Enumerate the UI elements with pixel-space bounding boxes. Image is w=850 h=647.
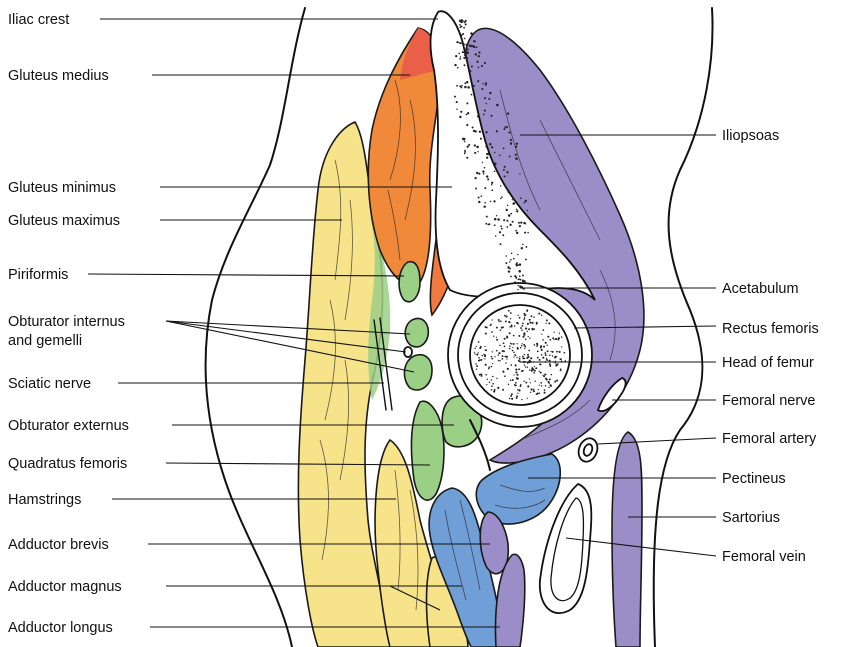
label-sartorius: Sartorius: [722, 510, 780, 526]
label-obturator-externus: Obturator externus: [8, 418, 129, 434]
label-adductor-longus: Adductor longus: [8, 620, 113, 636]
gemelli-muscle: [404, 355, 432, 390]
label-obturator-internus: Obturator internus: [8, 314, 125, 330]
label-quadratus-femoris: Quadratus femoris: [8, 456, 127, 472]
obturator-internus-muscle: [405, 318, 428, 346]
label-gluteus-maximus: Gluteus maximus: [8, 213, 120, 229]
label-adductor-magnus: Adductor magnus: [8, 579, 122, 595]
label-head-of-femur: Head of femur: [722, 355, 814, 371]
label-obturator-internus-line2: and gemelli: [8, 333, 82, 349]
label-femoral-nerve: Femoral nerve: [722, 393, 815, 409]
label-rectus-femoris: Rectus femoris: [722, 321, 819, 337]
anterior-body-outline: [654, 8, 713, 647]
label-gluteus-medius: Gluteus medius: [8, 68, 109, 84]
label-iliopsoas: Iliopsoas: [722, 128, 779, 144]
label-adductor-brevis: Adductor brevis: [8, 537, 109, 553]
quadratus-femoris-muscle: [412, 401, 444, 500]
label-iliac-crest: Iliac crest: [8, 12, 69, 28]
leader-femoral-artery: [598, 438, 716, 444]
label-gluteus-minimus: Gluteus minimus: [8, 180, 116, 196]
label-piriformis: Piriformis: [8, 267, 68, 283]
label-hamstrings: Hamstrings: [8, 492, 81, 508]
label-femoral-vein: Femoral vein: [722, 549, 806, 565]
sartorius-muscle: [612, 432, 642, 647]
piriformis-muscle: [399, 262, 420, 302]
label-femoral-artery: Femoral artery: [722, 431, 817, 447]
label-acetabulum: Acetabulum: [722, 281, 799, 297]
label-pectineus: Pectineus: [722, 471, 786, 487]
label-sciatic-nerve: Sciatic nerve: [8, 376, 91, 392]
